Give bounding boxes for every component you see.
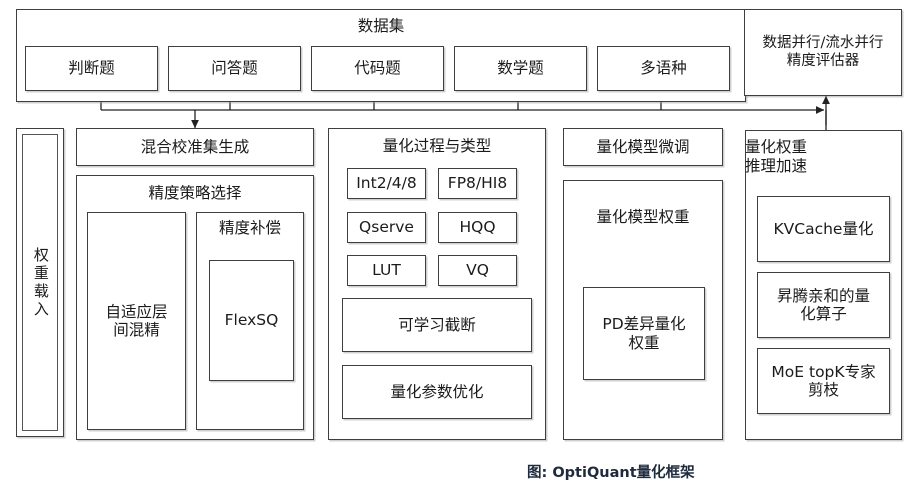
quant-chip-lut[interactable]: LUT [347,255,426,286]
ascend-line-2: 化算子 [800,305,847,323]
adaptive-line-2: 间混精 [113,321,160,339]
precision-compensation-title: 精度补偿 [218,219,281,237]
quant-chip-qserve[interactable]: Qserve [347,212,426,243]
dataset-chip-qa[interactable]: 问答题 [168,46,301,91]
evaluator-line-2: 精度评估器 [786,52,860,69]
moe-topk-pruning-box[interactable]: MoE topK专家 剪枝 [757,348,890,414]
dataset-chip-math[interactable]: 数学题 [454,46,587,91]
figure-caption: 图: OptiQuant量化框架 [527,465,695,481]
inference-accel-title: 量化权重 推理加速 [745,138,902,175]
weight-load-label-box: 权重载入 [22,134,58,431]
moe-line-2: 剪枝 [807,381,839,399]
inference-accel-title-line-1: 量化权重 [745,138,808,156]
pd-diff-line-1: PD差异量化 [602,315,686,334]
quant-chip-int248[interactable]: Int2/4/8 [347,168,426,199]
adaptive-mixed-precision-box[interactable]: 自适应层 间混精 [87,212,186,430]
quant-chip-vq[interactable]: VQ [438,255,517,286]
flexsq-box[interactable]: FlexSQ [209,260,294,381]
quant-process-title: 量化过程与类型 [382,137,492,155]
evaluator-panel[interactable]: 数据并行/流水并行 精度评估器 [744,9,902,96]
evaluator-line-1: 数据并行/流水并行 [762,35,884,52]
dataset-chip-multilingual[interactable]: 多语种 [597,46,730,91]
pd-diff-quant-weight-box[interactable]: PD差异量化 权重 [583,287,705,380]
finetune-panel-title-box[interactable]: 量化模型微调 [563,128,723,166]
pd-diff-line-2: 权重 [628,333,660,352]
precision-strategy-title: 精度策略选择 [148,184,242,202]
quant-chip-hqq[interactable]: HQQ [438,212,517,243]
ascend-line-1: 昇腾亲和的量 [776,286,870,305]
quant-chip-fp8hi8[interactable]: FP8/HI8 [438,168,517,199]
dataset-panel-title: 数据集 [357,17,405,35]
quant-model-weights-title: 量化模型权重 [596,208,690,226]
dataset-chip-judgement[interactable]: 判断题 [25,46,158,91]
calibration-panel[interactable]: 混合校准集生成 [76,128,314,166]
weight-load-panel[interactable]: 权重载入 [16,128,64,437]
ascend-affinity-operator-box[interactable]: 昇腾亲和的量 化算子 [757,272,890,338]
inference-accel-title-line-2: 推理加速 [745,156,808,175]
kvcache-quant-box[interactable]: KVCache量化 [757,196,890,262]
learnable-clipping-box[interactable]: 可学习截断 [342,298,532,352]
dataset-chip-code[interactable]: 代码题 [311,46,444,91]
adaptive-line-1: 自适应层 [105,302,168,321]
quant-param-optimization-box[interactable]: 量化参数优化 [342,365,532,419]
kvcache-line-1: KVCache量化 [773,219,874,238]
moe-line-1: MoE topK专家 [771,362,876,381]
